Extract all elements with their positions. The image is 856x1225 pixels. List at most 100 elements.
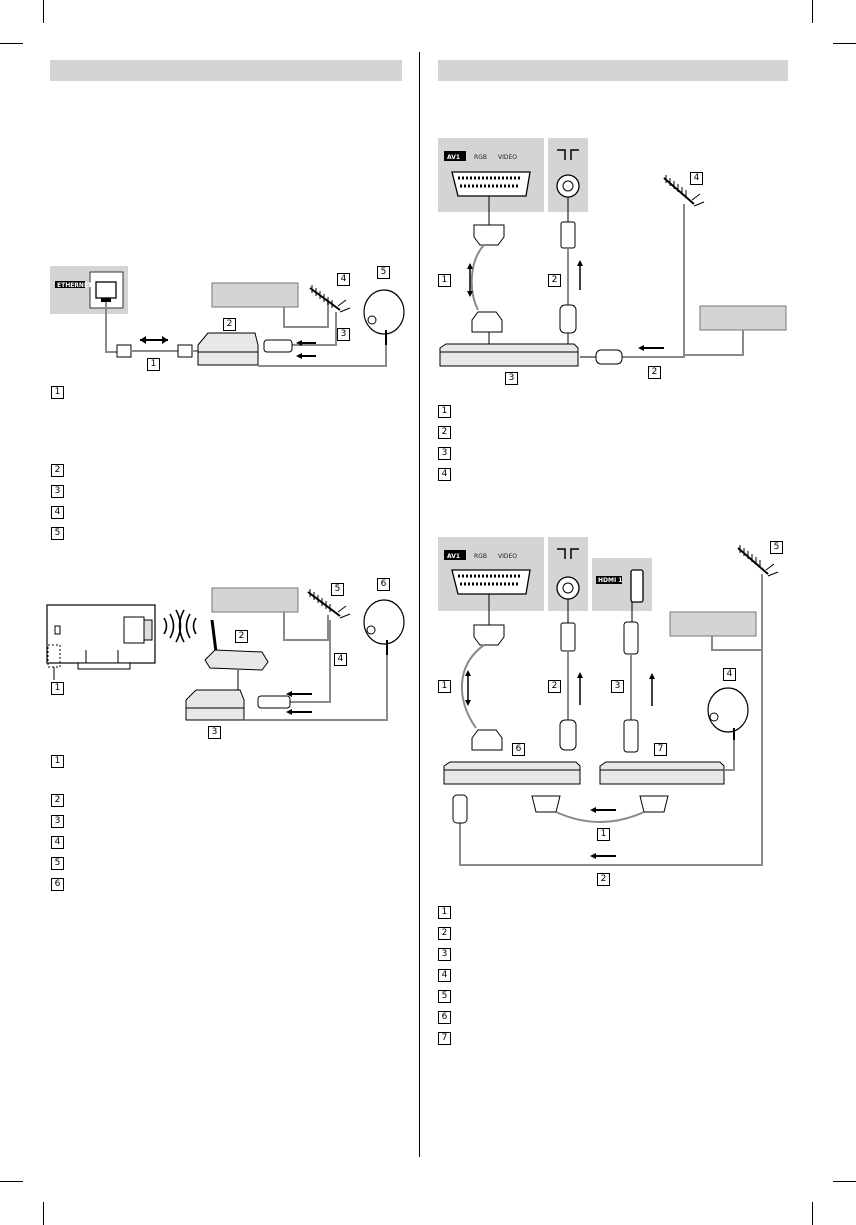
video-label: VIDEO [498, 154, 517, 161]
scart-plug-right [639, 795, 669, 813]
rgb-label: RGB [474, 553, 487, 560]
crop-mark [43, 1202, 44, 1225]
satellite-dish-icon [363, 599, 405, 655]
diagram-number: 3 [611, 680, 624, 693]
legend-number: 7 [438, 1032, 451, 1045]
broadband-box [211, 282, 299, 308]
legend-number: 3 [51, 815, 64, 828]
aerial-icon [663, 175, 705, 207]
crop-mark [0, 1181, 23, 1182]
dvd-recorder [443, 761, 581, 785]
diagram-number: 2 [648, 366, 661, 379]
set-top-box [197, 332, 259, 366]
diagram-number: 4 [690, 172, 703, 185]
legend-number: 5 [51, 527, 64, 540]
legend-number: 4 [51, 506, 64, 519]
wifi-signal-icon [163, 609, 197, 643]
legend-number: 1 [51, 386, 64, 399]
crop-mark [833, 1181, 856, 1182]
aerial-icon [307, 589, 351, 619]
section-header-left [50, 60, 402, 81]
crop-mark [812, 0, 813, 23]
diagram-number: 7 [654, 743, 667, 756]
legend-number: 6 [438, 1011, 451, 1024]
diagram-number: 6 [512, 743, 525, 756]
broadband-box [211, 587, 299, 613]
scart-plug-left [531, 795, 561, 813]
crop-mark [43, 0, 44, 23]
satellite-dish-icon [707, 687, 749, 740]
diagram-number: 1 [597, 828, 610, 841]
legend-number: 2 [438, 927, 451, 940]
legend-number: 2 [51, 794, 64, 807]
legend-number: 3 [438, 948, 451, 961]
diagram-number: 6 [377, 578, 390, 591]
legend-number: 1 [438, 906, 451, 919]
broadband-box [699, 305, 787, 331]
ethernet-label: ETHERNET [57, 282, 93, 289]
diagram-number: 3 [208, 726, 221, 739]
av1-label: AV1 [447, 154, 460, 161]
scart-plug-bottom [471, 729, 503, 751]
set-top-box [185, 689, 245, 721]
diagram-number: 2 [597, 873, 610, 886]
tv-rear [46, 604, 156, 680]
dvd-recorder [439, 343, 579, 367]
crop-mark [833, 43, 856, 44]
diagram-number: 4 [723, 668, 736, 681]
diagram-number: 4 [337, 273, 350, 286]
hdmi1-label: HDMI 1 [598, 577, 622, 584]
diagram-number: 1 [147, 358, 160, 371]
diagram-number: 1 [438, 274, 451, 287]
diagram-number: 3 [337, 328, 350, 341]
legend-number: 5 [438, 990, 451, 1003]
hdmi-socket [630, 569, 644, 603]
rf-plug-lower [452, 794, 468, 824]
broadband-box [669, 611, 757, 637]
diagram-number: 2 [548, 274, 561, 287]
diagram-number: 4 [334, 653, 347, 666]
legend-number: 6 [51, 878, 64, 891]
wireless-router [204, 619, 269, 671]
aerial-icon [309, 285, 351, 313]
diagram-number: 2 [223, 318, 236, 331]
satellite-dish-icon [363, 289, 405, 345]
diagram-number: 3 [505, 372, 518, 385]
legend-number: 3 [438, 447, 451, 460]
hdmi-plug-bottom [623, 719, 639, 753]
legend-number: 4 [438, 969, 451, 982]
diagram-number: 2 [548, 680, 561, 693]
hdmi-plug-top [623, 621, 639, 655]
diagram-number: 1 [51, 682, 64, 695]
video-label: VIDEO [498, 553, 517, 560]
diagram-number: 1 [438, 680, 451, 693]
legend-number: 1 [51, 755, 64, 768]
rf-plug-bottom [559, 719, 577, 751]
legend-number: 4 [438, 468, 451, 481]
scart-plug-top [473, 624, 505, 646]
scart-plug-bottom [471, 311, 503, 333]
rf-plug-top [560, 622, 576, 652]
legend-number: 2 [51, 464, 64, 477]
crop-mark [0, 43, 23, 44]
diagram-number: 5 [377, 266, 390, 279]
diagram-number: 2 [235, 630, 248, 643]
legend-number: 3 [51, 485, 64, 498]
section-header-right [438, 60, 788, 81]
column-divider [419, 52, 420, 1157]
scart-plug-top [473, 224, 505, 246]
rgb-label: RGB [474, 154, 487, 161]
set-top-box [599, 761, 725, 785]
legend-number: 4 [51, 836, 64, 849]
legend-number: 1 [438, 405, 451, 418]
scart-socket [451, 569, 531, 595]
diagram-number: 5 [331, 583, 344, 596]
crop-mark [812, 1202, 813, 1225]
aerial-icon [737, 545, 779, 577]
hdmi-plug [263, 339, 293, 353]
legend-number: 5 [51, 857, 64, 870]
